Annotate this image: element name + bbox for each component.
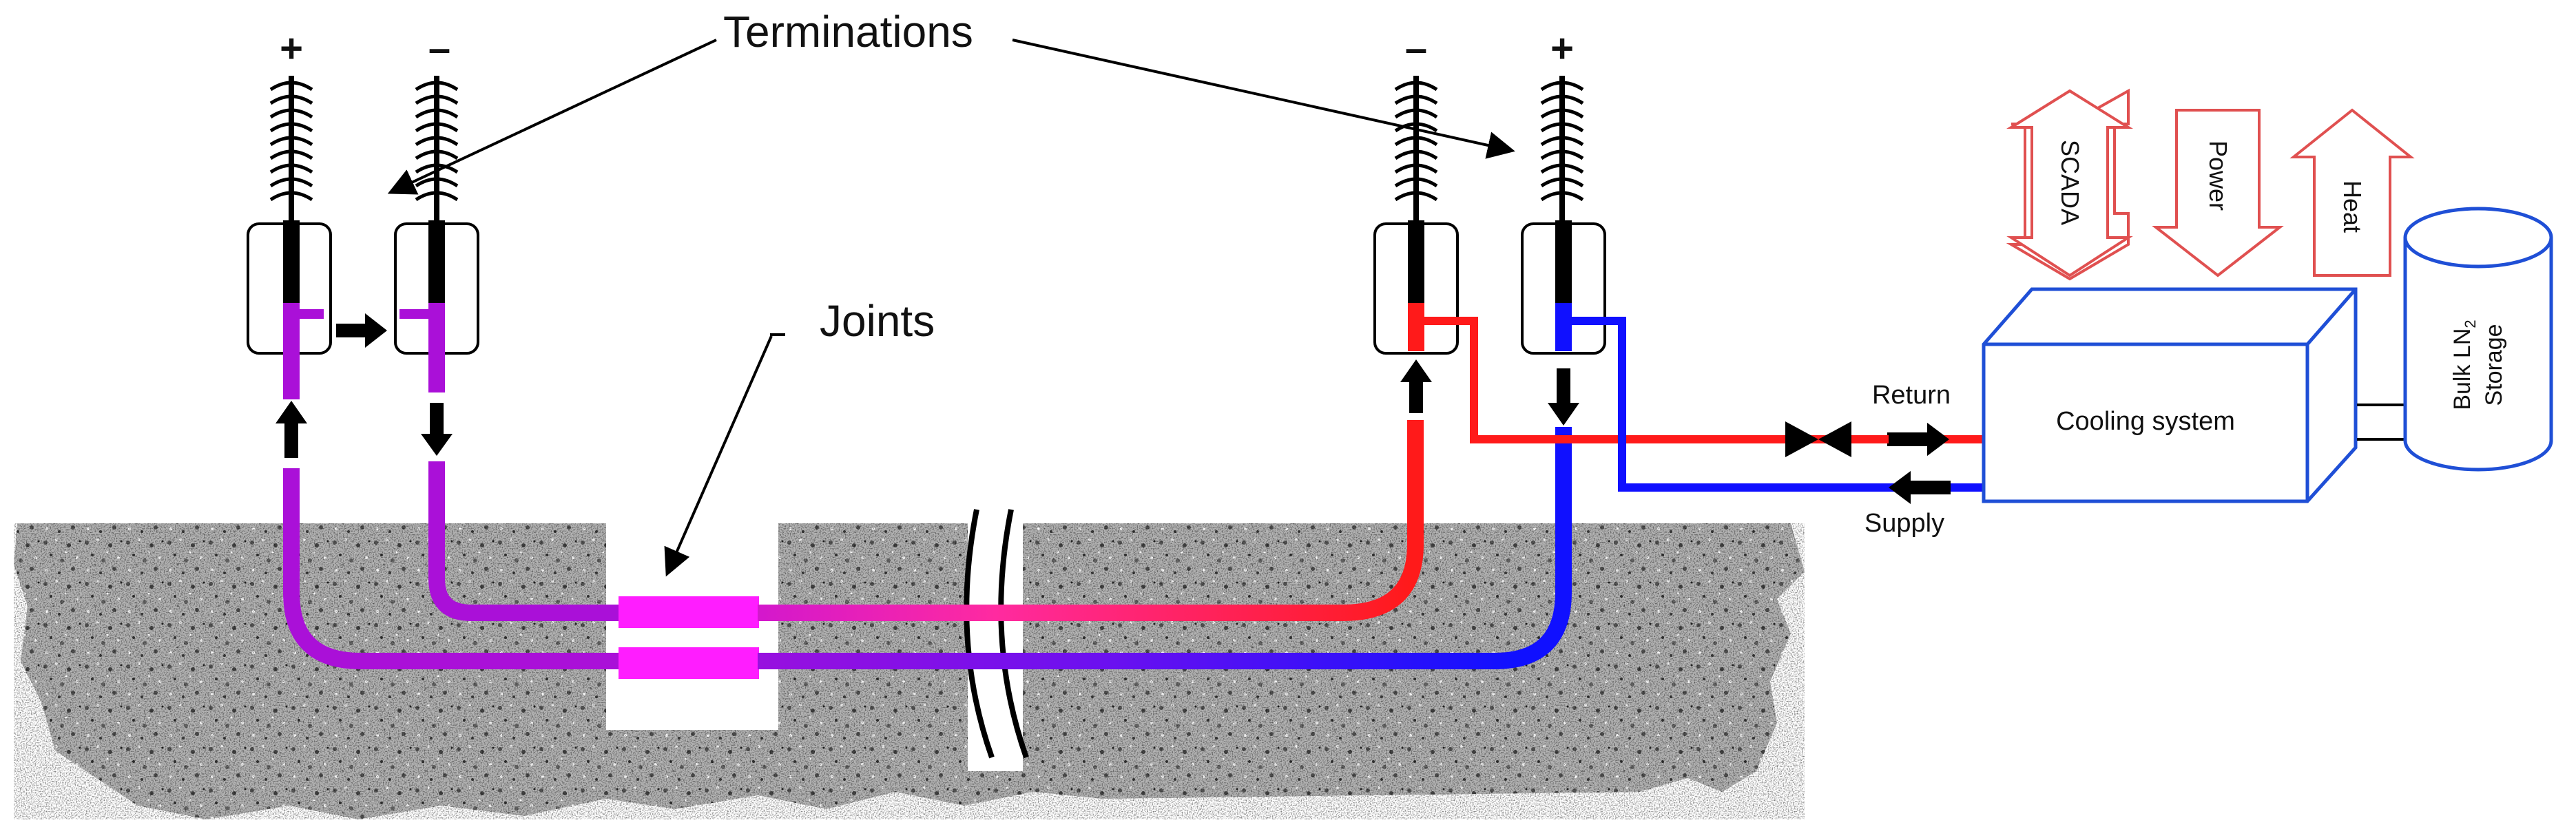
polarity-left-plus: + <box>280 26 303 71</box>
return-label: Return <box>1872 381 1951 410</box>
joint-top <box>619 596 759 628</box>
cable-joints <box>619 596 759 679</box>
joints-pointer <box>664 333 785 577</box>
storage-connector <box>2357 404 2408 441</box>
bulk-ln2-storage <box>2403 207 2553 472</box>
polarity-right-plus: + <box>1550 26 1574 71</box>
polarity-left-minus: – <box>428 26 450 71</box>
scada-label: SCADA <box>2056 140 2084 225</box>
terminations-label: Terminations <box>723 7 973 56</box>
heat-label: Heat <box>2338 180 2367 233</box>
return-line <box>1777 421 1984 457</box>
terminations-pointers <box>387 39 1515 195</box>
ground <box>14 523 1805 819</box>
termination-right-plus: + <box>1521 26 1984 492</box>
cable-long-runs <box>758 420 1572 669</box>
storage-label-sub: 2 <box>2462 320 2479 328</box>
polarity-right-minus: – <box>1405 26 1427 71</box>
cooling-system-box <box>1982 287 2358 503</box>
joints-label: Joints <box>820 296 935 346</box>
joint-bottom <box>619 647 759 679</box>
flow-arrow-icon <box>276 313 453 458</box>
cable-break <box>964 509 1029 771</box>
power-label: Power <box>2204 140 2232 211</box>
storage-label-line2: Storage <box>2481 324 2507 406</box>
termination-left-plus: + <box>247 26 332 399</box>
cooling-system-label: Cooling system <box>2056 407 2235 436</box>
storage-label-line1: Bulk LN <box>2449 328 2475 410</box>
supply-label: Supply <box>1865 509 1944 538</box>
heat-arrow <box>2289 108 2415 277</box>
power-arrow <box>2152 109 2284 277</box>
flow-arrow-icon <box>1400 359 1579 426</box>
termination-left-minus: – <box>394 26 479 392</box>
svg-text:Bulk LN2: Bulk LN2 <box>2449 320 2479 410</box>
supply-line <box>1889 471 1951 504</box>
valve-icon <box>1785 421 1851 457</box>
scada-arrow-shape <box>2006 89 2133 277</box>
cable-left-pair <box>283 461 620 669</box>
